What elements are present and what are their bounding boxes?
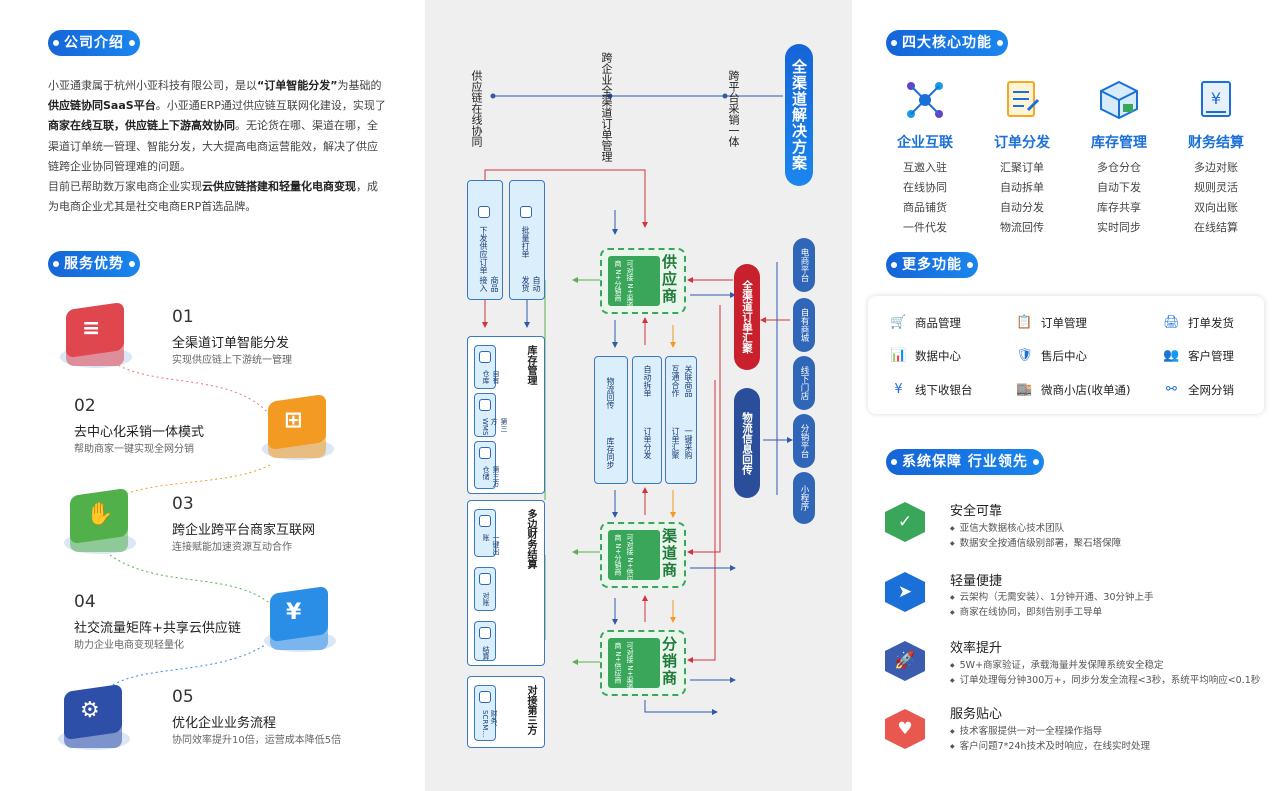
print-icon — [520, 206, 532, 218]
wms-icon — [479, 399, 491, 411]
chart-icon: 📊 — [890, 348, 907, 363]
store-icon: 🏬 — [1016, 382, 1033, 397]
feature-network-distribution[interactable]: ⚯全网分销 — [1166, 382, 1234, 398]
advantage-4-subtitle: 助力企业电商变现轻量化 — [74, 640, 184, 651]
platform-ecommerce: 电商平台 — [793, 238, 815, 292]
service-title-pill: 服务优势 — [48, 251, 140, 277]
top-box-1: 下发供应订单 商品接入 — [467, 180, 503, 300]
box-cooperation: 互通合作 订单汇聚 关联商品 一键采购 — [665, 356, 697, 484]
bill-icon — [479, 515, 491, 527]
solution-banner: 全渠道解决方案 — [785, 44, 813, 186]
feature-print-ship[interactable]: 🖨打单发货 — [1163, 315, 1234, 330]
advantage-2-number: 02 — [74, 396, 96, 416]
hub-channel: 可对接 N+供应商 N+分销商 渠道商 — [600, 522, 686, 588]
third-party-group: 对接第三方 财务、SCRM… — [467, 676, 545, 748]
core-title-pill: 四大核心功能 — [886, 30, 1008, 56]
finance-icon: ¥ — [1201, 81, 1231, 117]
svg-text:¥: ¥ — [1211, 89, 1221, 108]
gear-icon — [479, 691, 491, 703]
order-icon — [478, 206, 490, 218]
advantage-2-subtitle: 帮助商家一键实现全网分销 — [74, 444, 194, 455]
top-label-supply-chain: 供应链在线协同 — [470, 70, 483, 147]
advantage-2-title: 去中心化采销一体模式 — [74, 425, 205, 440]
advantage-1-title: 全渠道订单智能分发 — [172, 336, 290, 351]
users-icon: 👥 — [1163, 348, 1180, 363]
advantage-3-number: 03 — [172, 494, 194, 514]
feature-data-center[interactable]: 📊数据中心 — [890, 348, 961, 363]
order-aggregation-pill: 全渠道订单汇聚 — [734, 264, 760, 370]
feature-offline-cashier[interactable]: ¥线下收银台 — [894, 382, 972, 398]
top-box-2: 批量打单 自动发货 — [509, 180, 545, 300]
advantage-5-icon: ⚙ — [58, 683, 130, 754]
core-inventory: 库存管理 多仓分仓自动下发库存共享实时同步 — [1069, 78, 1169, 238]
heart-icon: ♥ — [885, 709, 925, 749]
advantage-1-icon: ≡ — [60, 301, 132, 372]
warehouse-icon — [479, 351, 491, 363]
platform-own-mall: 自有商城 — [793, 298, 815, 352]
advantage-5-title: 优化企业业务流程 — [172, 716, 277, 731]
advantage-4-icon: ¥ — [264, 585, 336, 656]
logistics-return-pill: 物流信息回传 — [734, 388, 760, 498]
cashier-icon: ¥ — [894, 382, 903, 397]
core-finance: ¥ 财务结算 多边对账规则灵活双向出账在线结算 — [1166, 78, 1266, 238]
shield-icon: 🛡 — [1016, 348, 1033, 363]
feature-order-management[interactable]: 📋订单管理 — [1016, 315, 1087, 330]
advantage-3-title: 跨企业跨平台商家互联网 — [172, 523, 316, 538]
intro-title-pill: 公司介绍 — [48, 30, 140, 56]
settle-icon — [479, 627, 491, 639]
printer-icon: 🖨 — [1163, 315, 1180, 330]
platform-mini-program: 小程序 — [793, 472, 815, 524]
shield-check-icon: ✓ — [885, 502, 925, 542]
advantage-1-number: 01 — [172, 307, 194, 327]
more-title-pill: 更多功能 — [886, 252, 978, 278]
feature-after-sales[interactable]: 🛡售后中心 — [1016, 348, 1087, 363]
box-logistics: 物流回传 库存同步 — [594, 356, 628, 484]
feature-micro-shop[interactable]: 🏬微商小店(收单通) — [1016, 382, 1131, 397]
advantage-1-subtitle: 实现供应链上下游统一管理 — [172, 355, 292, 366]
hub-supplier: 可对接 N+渠道商 N+分销商 供应商 — [600, 248, 686, 314]
inventory-group: 库存管理 自有仓库 第三方WMS 第三方仓储 — [467, 336, 545, 494]
rocket-icon: 🚀 — [885, 641, 925, 681]
network-icon — [907, 82, 943, 118]
core-order-distribution: 订单分发 汇聚订单自动拆单自动分发物流回传 — [972, 78, 1072, 238]
advantage-3-subtitle: 连接赋能加速资源互动合作 — [172, 542, 292, 553]
advantage-4-number: 04 — [74, 592, 96, 612]
distribution-icon: ⚯ — [1166, 382, 1177, 397]
box-split-order: 自动拆单 订单分发 — [632, 356, 662, 484]
top-label-cross-enterprise: 跨企业全渠道订单管理 — [600, 52, 613, 162]
platform-distribution: 分销平台 — [793, 414, 815, 468]
guarantee-title-pill: 系统保障 行业领先 — [886, 449, 1044, 475]
advantage-2-icon: ⊞ — [262, 393, 334, 464]
feature-product-management[interactable]: 🛒商品管理 — [890, 315, 961, 330]
reconcile-icon — [479, 573, 491, 585]
advantage-5-number: 05 — [172, 687, 194, 707]
cart-icon: 🛒 — [890, 315, 907, 330]
advantage-4-title: 社交流量矩阵+共享云供应链 — [74, 621, 241, 636]
document-icon — [1007, 81, 1040, 117]
core-enterprise-interconnect: 企业互联 互邀入驻在线协同商品铺货一件代发 — [875, 78, 975, 238]
company-intro: 小亚通隶属于杭州小亚科技有限公司，是以“订单智能分发”为基础的供应链协同SaaS… — [48, 79, 386, 214]
diagram-connectors — [482, 93, 793, 715]
advantage-5-subtitle: 协同效率提升10倍，运营成本降低5倍 — [172, 735, 342, 746]
left-panel: 公司介绍 小亚通隶属于杭州小亚科技有限公司，是以“订单智能分发”为基础的供应链协… — [0, 0, 425, 791]
settlement-group: 多边财务结算 一键出账 对账 结算 — [467, 500, 545, 666]
hub-distributor: 可对接 N+渠道商 N+供应商 分销商 — [600, 630, 686, 696]
box-icon — [1100, 80, 1138, 120]
navigation-icon: ➤ — [885, 572, 925, 612]
clipboard-icon: 📋 — [1016, 315, 1033, 330]
platform-offline-store: 线下门店 — [793, 356, 815, 410]
feature-customer-management[interactable]: 👥客户管理 — [1163, 348, 1234, 363]
advantage-3-icon: ✋ — [64, 487, 136, 558]
top-label-cross-platform: 跨平台采销一体 — [727, 70, 740, 147]
storage-icon — [479, 447, 491, 459]
more-features-box — [868, 296, 1264, 414]
